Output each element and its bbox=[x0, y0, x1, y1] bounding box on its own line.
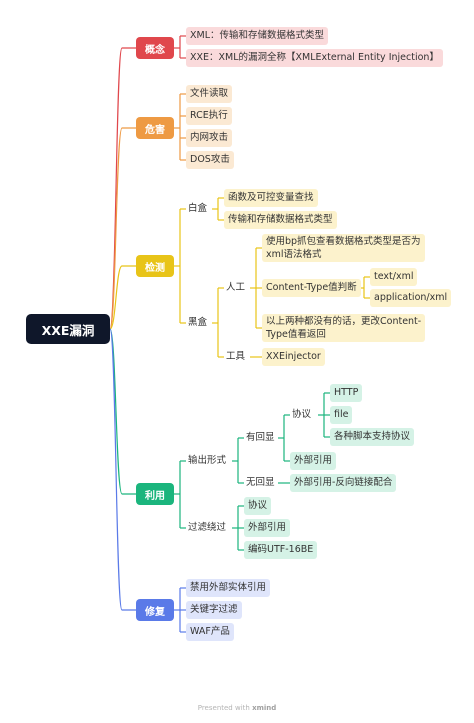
manual-change-content-type-line2: Type值看返回 bbox=[266, 329, 326, 340]
manual-bp-capture-line1: 使用bp抓包查看数据格式类型是否为 bbox=[266, 236, 421, 247]
detect-black-box[interactable]: 黑盒 bbox=[188, 317, 208, 328]
tool-xxeinjector[interactable]: XXEinjector bbox=[262, 348, 325, 366]
link-root-fix bbox=[109, 328, 136, 611]
black-box-manual[interactable]: 人工 bbox=[226, 282, 246, 293]
output-with-echo[interactable]: 有回显 bbox=[246, 432, 275, 443]
protocol-file[interactable]: file bbox=[330, 406, 353, 424]
footer-brand: xmind bbox=[252, 704, 277, 712]
manual-bp-capture[interactable]: 使用bp抓包查看数据格式类型是否为 xml语法格式 bbox=[262, 234, 425, 262]
link-root-detect bbox=[109, 265, 136, 330]
concept-xxe[interactable]: XXE：XML的漏洞全称【XMLExternal Entity Injectio… bbox=[186, 49, 443, 67]
echo-external-reference[interactable]: 外部引用 bbox=[290, 452, 337, 470]
content-type-text-xml[interactable]: text/xml bbox=[370, 268, 418, 286]
root-topic[interactable]: XXE漏洞 bbox=[26, 314, 110, 344]
link-root-harm bbox=[109, 127, 136, 330]
no-echo-reverse-link[interactable]: 外部引用-反向链接配合 bbox=[290, 474, 397, 492]
manual-change-content-type[interactable]: 以上两种都没有的话，更改Content- Type值看返回 bbox=[262, 314, 426, 342]
detect-white-box[interactable]: 白盒 bbox=[188, 203, 208, 214]
white-box-data-format[interactable]: 传输和存储数据格式类型 bbox=[224, 211, 337, 229]
footer-credit: Presented with xmind bbox=[0, 704, 474, 712]
output-no-echo[interactable]: 无回显 bbox=[246, 477, 275, 488]
white-box-function-search[interactable]: 函数及可控变量查找 bbox=[224, 189, 318, 207]
bypass-protocol[interactable]: 协议 bbox=[244, 497, 272, 515]
harm-file-read[interactable]: 文件读取 bbox=[186, 85, 233, 103]
harm-intranet[interactable]: 内网攻击 bbox=[186, 129, 233, 147]
manual-bp-capture-line2: xml语法格式 bbox=[266, 249, 322, 260]
bypass-utf16be[interactable]: 编码UTF-16BE bbox=[244, 541, 318, 559]
harm-dos[interactable]: DOS攻击 bbox=[186, 151, 234, 169]
concept-xml[interactable]: XML：传输和存储数据格式类型 bbox=[186, 27, 328, 45]
footer-prefix: Presented with bbox=[197, 704, 250, 712]
protocol-http[interactable]: HTTP bbox=[330, 384, 363, 402]
link-root-exploit bbox=[109, 328, 136, 495]
bypass-external-reference[interactable]: 外部引用 bbox=[244, 519, 291, 537]
category-fix[interactable]: 修复 bbox=[136, 599, 174, 621]
exploit-output-form[interactable]: 输出形式 bbox=[188, 455, 227, 466]
category-harm[interactable]: 危害 bbox=[136, 117, 174, 139]
protocol-script-support[interactable]: 各种脚本支持协议 bbox=[330, 428, 415, 446]
echo-protocol[interactable]: 协议 bbox=[292, 409, 312, 420]
category-exploit[interactable]: 利用 bbox=[136, 483, 174, 505]
category-concept[interactable]: 概念 bbox=[136, 37, 174, 59]
manual-change-content-type-line1: 以上两种都没有的话，更改Content- bbox=[266, 316, 422, 327]
content-type-application-xml[interactable]: application/xml bbox=[370, 289, 452, 307]
category-detect[interactable]: 检测 bbox=[136, 255, 174, 277]
manual-content-type[interactable]: Content-Type值判断 bbox=[262, 279, 361, 297]
fix-keyword-filter[interactable]: 关键字过滤 bbox=[186, 601, 242, 619]
black-box-tool[interactable]: 工具 bbox=[226, 351, 246, 362]
fix-waf-product[interactable]: WAF产品 bbox=[186, 623, 234, 641]
fix-disable-external-entity[interactable]: 禁用外部实体引用 bbox=[186, 579, 271, 597]
exploit-filter-bypass[interactable]: 过滤绕过 bbox=[188, 522, 227, 533]
harm-rce[interactable]: RCE执行 bbox=[186, 107, 232, 125]
